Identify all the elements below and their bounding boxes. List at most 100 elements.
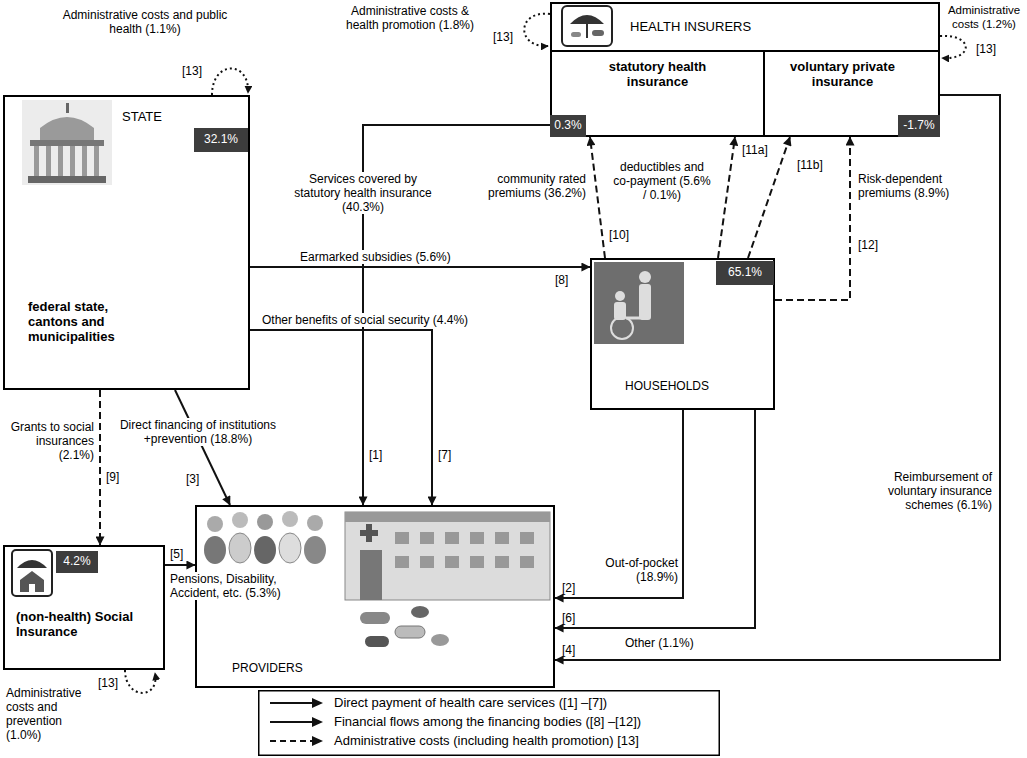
providers-picture (470, 532, 484, 544)
household-picture (611, 317, 633, 339)
legend-sample (268, 716, 324, 728)
household-picture (639, 284, 651, 320)
providers-picture (420, 556, 434, 568)
providers-picture (420, 532, 434, 544)
callout-number: [11a] (742, 143, 768, 157)
providers-picture (445, 556, 459, 568)
legend-row: Administrative costs (including health p… (268, 733, 639, 749)
share-badge: 4.2% (56, 551, 98, 573)
admin-cost-loop (125, 14, 966, 693)
flow-label: Earmarked subsidies (5.6%) (300, 250, 490, 264)
providers-picture (411, 606, 429, 618)
callout-number: [2] (562, 581, 575, 595)
providers-picture (257, 514, 273, 530)
building-picture (94, 146, 99, 176)
insurer-icon (586, 24, 588, 38)
callout-number: [13] (976, 42, 996, 56)
callout-number: [13] (182, 64, 202, 78)
providers-picture (345, 512, 550, 600)
callout-number: [3] (186, 472, 199, 486)
legend-box: Direct payment of health care services (… (258, 690, 720, 756)
flow-arrow (555, 410, 683, 598)
flow-label: Services covered by statutory health ins… (290, 172, 436, 214)
flow-label: Direct financing of institutions +preven… (118, 418, 278, 446)
legend-text: Direct payment of health care services (… (334, 695, 607, 711)
node-title: HOUSEHOLDS (625, 380, 745, 394)
flow-label: community rated premiums (36.2%) (480, 172, 586, 200)
callout-number: [10] (609, 228, 629, 242)
providers-picture (279, 533, 301, 563)
flow-arrow (590, 137, 605, 258)
flow-arrow (555, 95, 1000, 660)
admin-cost-loop (524, 14, 550, 46)
note-label: Administrative costs and public health (… (60, 8, 230, 36)
callout-number: [6] (562, 611, 575, 625)
insurer-icon (570, 15, 604, 24)
social-insurance-icon (12, 550, 52, 596)
building-picture (82, 146, 87, 176)
legend-arrowhead (312, 698, 323, 708)
node-title: voluntary private insurance (780, 60, 905, 90)
providers-picture (360, 524, 378, 542)
share-badge: 32.1% (194, 128, 248, 152)
share-value: -1.7% (898, 115, 940, 137)
legend-sample (268, 697, 324, 709)
legend-sample (268, 735, 324, 747)
flow-label: Risk-dependent premiums (8.9%) (858, 172, 962, 200)
admin-cost-loop (940, 36, 966, 58)
admin-cost-loop (125, 670, 155, 693)
building-picture (46, 146, 51, 176)
flow-label: Reimbursement of voluntary insurance sch… (878, 470, 992, 512)
share-value: 65.1% (716, 261, 774, 285)
building-picture (66, 103, 69, 113)
legend-arrowhead (312, 736, 323, 746)
callout-number: [13] (493, 30, 513, 44)
providers-picture (520, 556, 534, 568)
note-label: Administrative costs and prevention (1.0… (6, 686, 98, 742)
actor-box: HOUSEHOLDS 65.1% (590, 258, 775, 410)
building-picture (58, 146, 63, 176)
providers-picture (360, 612, 390, 624)
providers-picture (470, 556, 484, 568)
insurer-icon (562, 6, 612, 46)
legend-row: Financial flows among the financing bodi… (268, 714, 641, 730)
actor-box: (non-health) Social Insurance 4.2% (3, 545, 165, 670)
providers-picture (345, 512, 550, 522)
social-insurance-icon (20, 571, 44, 592)
share-value: 0.3% (550, 115, 586, 137)
flow-label: deductibles and co-payment (5.6% / 0.1%) (613, 160, 711, 202)
household-picture (594, 262, 684, 344)
providers-picture (445, 532, 459, 544)
providers-picture (304, 536, 326, 564)
providers-picture (431, 634, 449, 646)
insurance-box: statutory health insurance0.3% (550, 50, 765, 137)
legend-row: Direct payment of health care services (… (268, 695, 607, 711)
building-picture (40, 117, 94, 140)
insurer-icon (592, 30, 604, 36)
node-title: (non-health) Social Insurance (16, 610, 141, 640)
callout-number: [13] (98, 676, 118, 690)
legend-line (270, 702, 314, 704)
callout-number: [8] (555, 273, 568, 287)
providers-picture (495, 532, 509, 544)
flow-arrow (165, 564, 195, 566)
legend-text: Financial flows among the financing bodi… (334, 714, 641, 730)
flow-label: Out-of-pocket (18.9%) (594, 556, 678, 584)
social-insurance-icon (29, 584, 35, 592)
providers-picture (495, 556, 509, 568)
admin-cost-loop (212, 68, 248, 95)
household-picture (639, 271, 651, 283)
share-value: 32.1% (194, 128, 248, 152)
actor-box: STATEfederal state, cantons and municipa… (3, 95, 250, 390)
note-label: Administrative costs & health promotion … (335, 4, 485, 32)
providers-picture (395, 626, 425, 638)
note-label: Administrative costs (1.2%) (945, 3, 1023, 31)
share-badge: -1.7% (898, 115, 940, 137)
flow-arrow (250, 266, 590, 268)
flow-arrow (175, 390, 230, 505)
providers-picture (204, 536, 226, 564)
insurer-icon (571, 32, 581, 37)
providers-picture (520, 532, 534, 544)
callout-number: [5] (170, 547, 183, 561)
legend-arrowhead (312, 717, 323, 727)
